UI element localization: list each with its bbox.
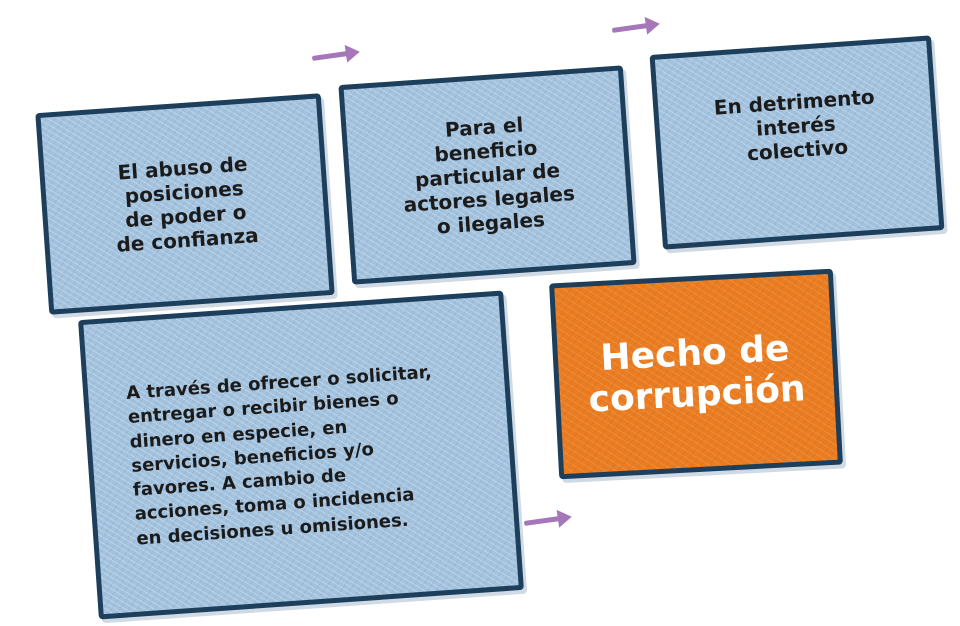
box-a-traves-de: A través de ofrecer o solicitar, entrega… [78, 290, 524, 620]
box-beneficio-text: Para el beneficio particular de actores … [402, 112, 576, 239]
box-abuso-text: El abuso de posiciones de poder o de con… [115, 151, 260, 257]
box-beneficio-particular: Para el beneficio particular de actores … [338, 65, 637, 285]
right-arrow-icon [611, 16, 660, 35]
box-atraves-text: A través de ofrecer o solicitar, entrega… [125, 361, 433, 550]
box-hecho-de-corrupcion: Hecho de corrupción [549, 268, 843, 480]
box-abuso-de-posiciones: El abuso de posiciones de poder o de con… [35, 93, 335, 315]
right-arrow-icon [311, 44, 360, 63]
box-detrimento-text: En detrimento interés colectivo [713, 84, 876, 166]
box-hecho-text: Hecho de corrupción [587, 327, 807, 421]
right-arrow-icon [523, 509, 572, 528]
box-detrimento-interes: En detrimento interés colectivo [649, 35, 945, 250]
